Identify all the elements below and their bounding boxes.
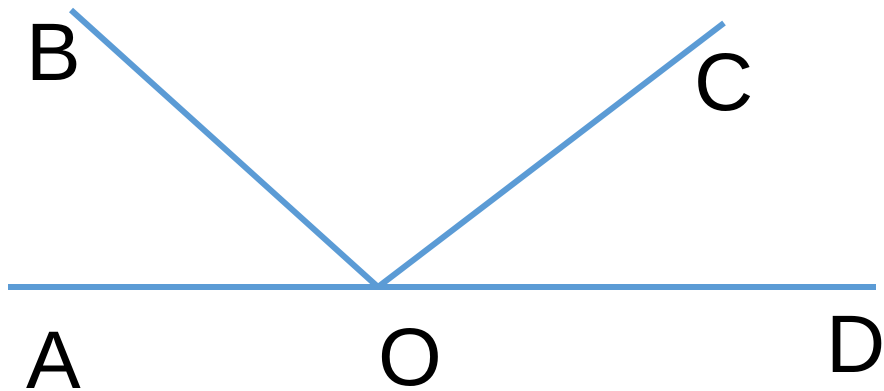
point-label-c: C	[694, 37, 753, 128]
point-label-d: D	[826, 299, 884, 390]
point-label-b: B	[26, 7, 81, 98]
ray-ob	[68, 7, 381, 290]
point-label-a: A	[26, 315, 81, 391]
ray-oc	[376, 20, 726, 290]
point-label-o: O	[378, 312, 442, 391]
